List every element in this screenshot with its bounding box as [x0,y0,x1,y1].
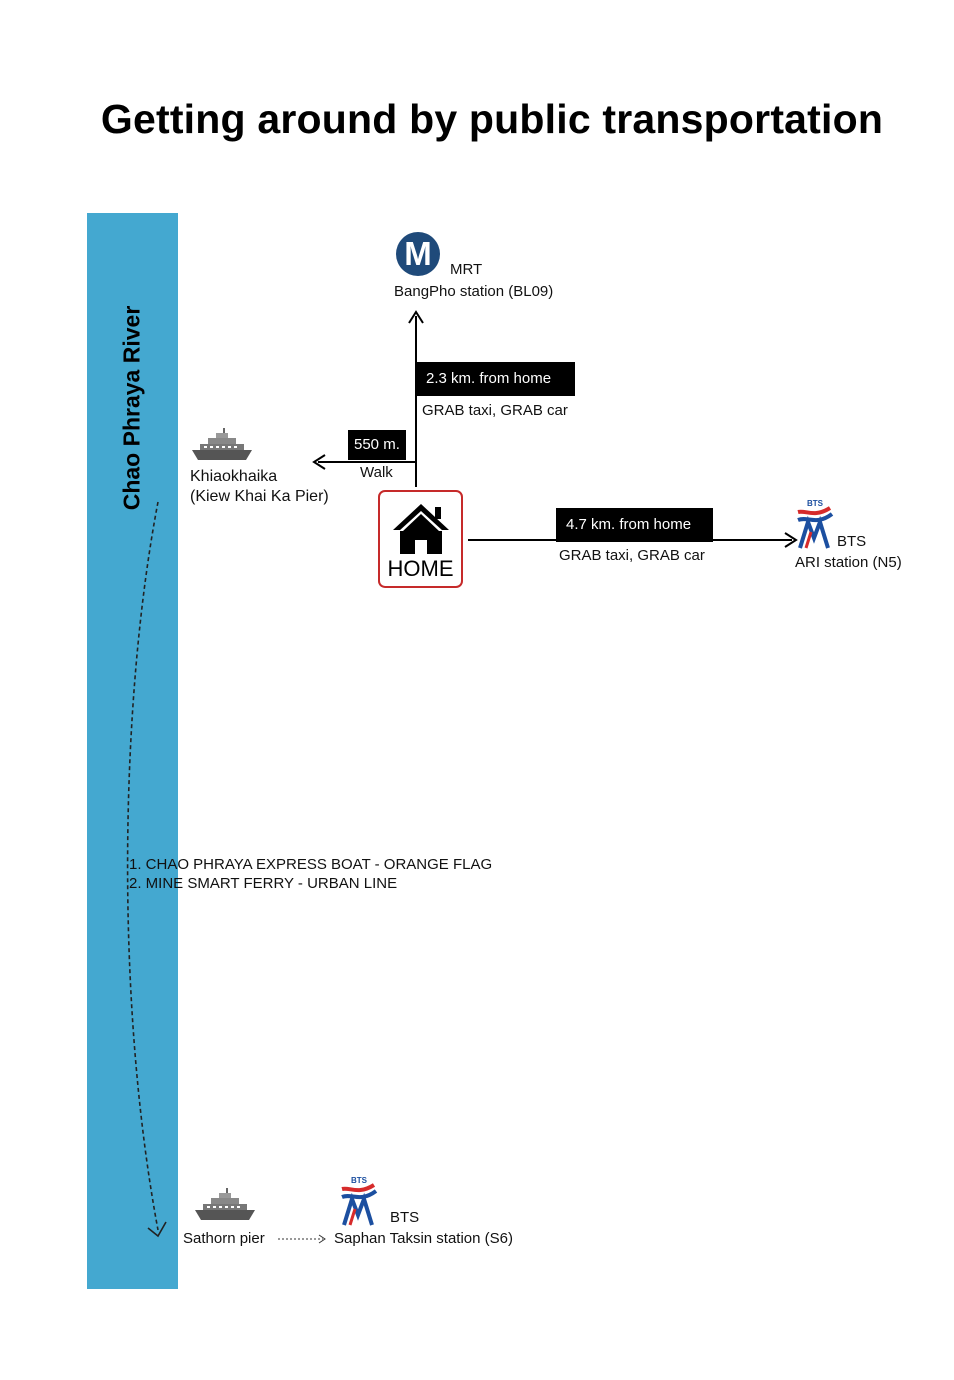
arrowhead-sathorn [147,1221,167,1238]
bts-logo-icon: BTS [341,1176,378,1226]
boat-icon [195,1188,255,1220]
arrowhead-saphan [318,1234,326,1244]
bts-ari-name: BTS [837,533,867,550]
pier-distance-badge: 550 m. [348,430,406,460]
arrowhead-pier [312,454,326,470]
bts-logo-text: BTS [351,1176,368,1185]
boat-route-2: 2. MINE SMART FERRY - URBAN LINE [129,875,398,892]
pier-name: Khiaokhaika [190,468,278,485]
bts-logo-text: BTS [807,499,824,508]
arrowhead-mrt [408,310,424,324]
mrt-transport-mode: GRAB taxi, GRAB car [422,402,568,419]
river-band [87,213,178,1289]
mrt-name: MRT [450,261,483,278]
pier-name-alt: (Kiew Khai Ka Pier) [190,488,329,505]
page-title: Getting around by public transportation [100,96,884,142]
boat-route-1: 1. CHAO PHRAYA EXPRESS BOAT - ORANGE FLA… [129,856,493,873]
mrt-logo-letter: M [404,235,432,272]
bts-saphan-name: BTS [390,1209,420,1226]
bts-ari-distance-badge: 4.7 km. from home [556,508,713,542]
home-marker: HOME [378,490,463,588]
bts-ari-transport-mode: GRAB taxi, GRAB car [559,547,705,564]
pier-transport-mode: Walk [360,464,393,481]
boat-route-dashed [126,501,159,1231]
mrt-station: BangPho station (BL09) [394,283,554,300]
home-label: HOME [387,556,454,581]
boat-icon [192,428,252,460]
bts-logo-icon: BTS [797,499,834,549]
arrowhead-bts-ari [784,532,798,548]
sathorn-pier-label: Sathorn pier [183,1230,265,1247]
mrt-logo-icon: M [396,232,440,276]
mrt-distance-badge: 2.3 km. from home [416,362,575,396]
bts-saphan-station: Saphan Taksin station (S6) [334,1230,513,1247]
home-icon [393,504,449,554]
bts-ari-station: ARI station (N5) [795,554,902,571]
